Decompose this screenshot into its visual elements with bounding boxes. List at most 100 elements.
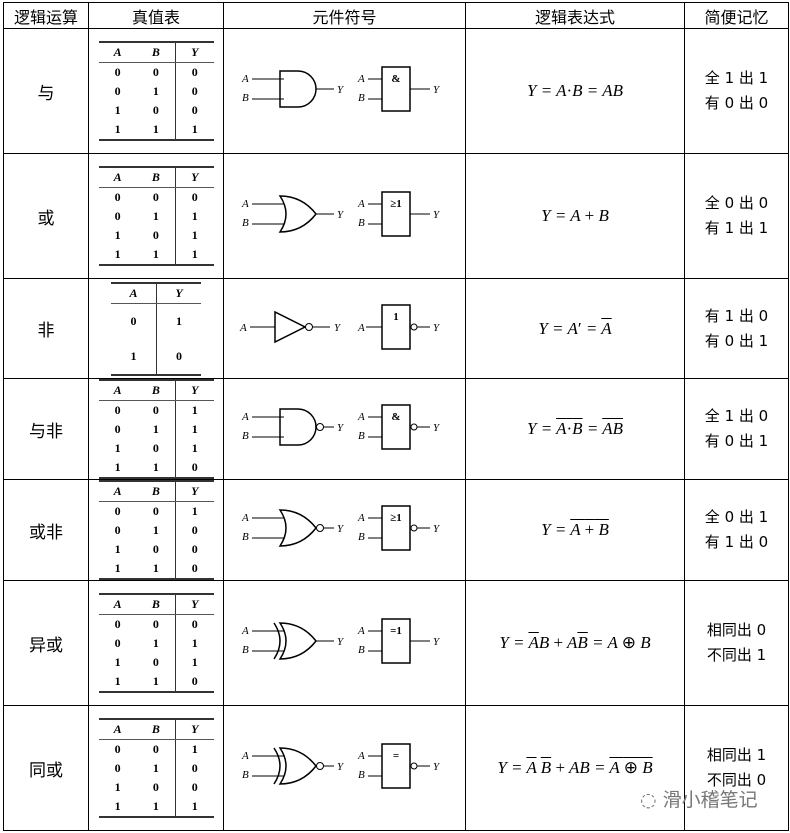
svg-text:B: B [358,92,365,104]
svg-text:A: A [241,198,249,210]
svg-text:=1: =1 [390,625,402,637]
gate-rectangular-icon: A 1Y [357,303,441,350]
svg-text:A: A [357,73,365,85]
op-name: 与 [3,28,89,154]
op-name: 同或 [3,705,89,831]
svg-text:Y: Y [433,761,441,773]
svg-text:A: A [357,322,365,334]
expression: Y = A′ = A [465,278,685,379]
svg-text:A: A [357,198,365,210]
svg-text:A: A [241,750,249,762]
svg-text:B: B [242,644,249,656]
expression: Y = A + B [465,479,685,581]
wechat-icon: ◌ [640,789,657,811]
svg-text:Y: Y [433,523,441,535]
expression: Y = A·B = AB [465,378,685,480]
svg-text:=: = [392,750,398,762]
gate-rectangular-icon: AB = Y [357,743,441,789]
gate-distinctive-icon: AB Y [241,408,345,446]
gate-symbols: AB Y AB ≥1Y [241,505,441,551]
op-name: 非 [3,278,89,379]
gate-symbols: AB Y AB =1Y [241,618,441,664]
gate-distinctive-icon: AB Y [241,509,345,547]
header-truth: 真值表 [88,2,224,29]
svg-text:B: B [358,644,365,656]
svg-text:Y: Y [337,761,345,773]
svg-text:B: B [358,217,365,229]
svg-text:A: A [241,625,249,637]
gate-distinctive-icon: AB Y [241,622,345,660]
svg-text:A: A [357,625,365,637]
svg-text:A: A [241,411,249,423]
gate-rectangular-icon: AB & Y [357,404,441,450]
svg-text:Y: Y [337,636,345,648]
gate-distinctive-icon: A Y [239,310,342,343]
op-name: 或 [3,153,89,279]
expression: Y = A B + AB = A ⊕ B [465,705,685,831]
svg-text:B: B [242,92,249,104]
svg-text:≥1: ≥1 [390,198,402,210]
expression: Y = AB + AB = A ⊕ B [465,580,685,706]
header-row: 逻辑运算 真值表 元件符号 逻辑表达式 简便记忆 [3,2,789,29]
gate-symbols: AB Y AB ≥1Y [241,191,441,237]
watermark: ◌ 滑小稽笔记 [640,789,758,811]
svg-text:B: B [358,769,365,781]
svg-text:A: A [357,750,365,762]
svg-text:A: A [239,322,247,334]
gate-rectangular-icon: AB ≥1Y [357,191,441,237]
svg-text:Y: Y [337,422,345,434]
svg-text:&: & [391,73,400,85]
svg-text:B: B [358,531,365,543]
svg-text:A: A [241,512,249,524]
header-symbol: 元件符号 [223,2,466,29]
svg-text:Y: Y [337,523,345,535]
svg-text:Y: Y [433,636,441,648]
expression: Y = A·B = AB [465,28,685,154]
gate-symbols: AB Y AB =Y [241,743,441,789]
gate-rectangular-icon: AB &Y [357,66,441,112]
svg-text:&: & [391,411,400,423]
svg-text:B: B [358,430,365,442]
svg-text:A: A [357,411,365,423]
svg-text:1: 1 [393,311,399,323]
svg-text:B: B [242,217,249,229]
svg-text:Y: Y [433,422,441,434]
gate-distinctive-icon: AB Y [241,70,345,108]
header-expr: 逻辑表达式 [465,2,685,29]
svg-text:≥1: ≥1 [390,512,402,524]
svg-text:B: B [242,531,249,543]
gate-rectangular-icon: AB =1Y [357,618,441,664]
svg-text:Y: Y [337,84,345,96]
gate-rectangular-icon: AB ≥1Y [357,505,441,551]
op-name: 或非 [3,479,89,581]
svg-text:A: A [357,512,365,524]
svg-text:A: A [241,73,249,85]
